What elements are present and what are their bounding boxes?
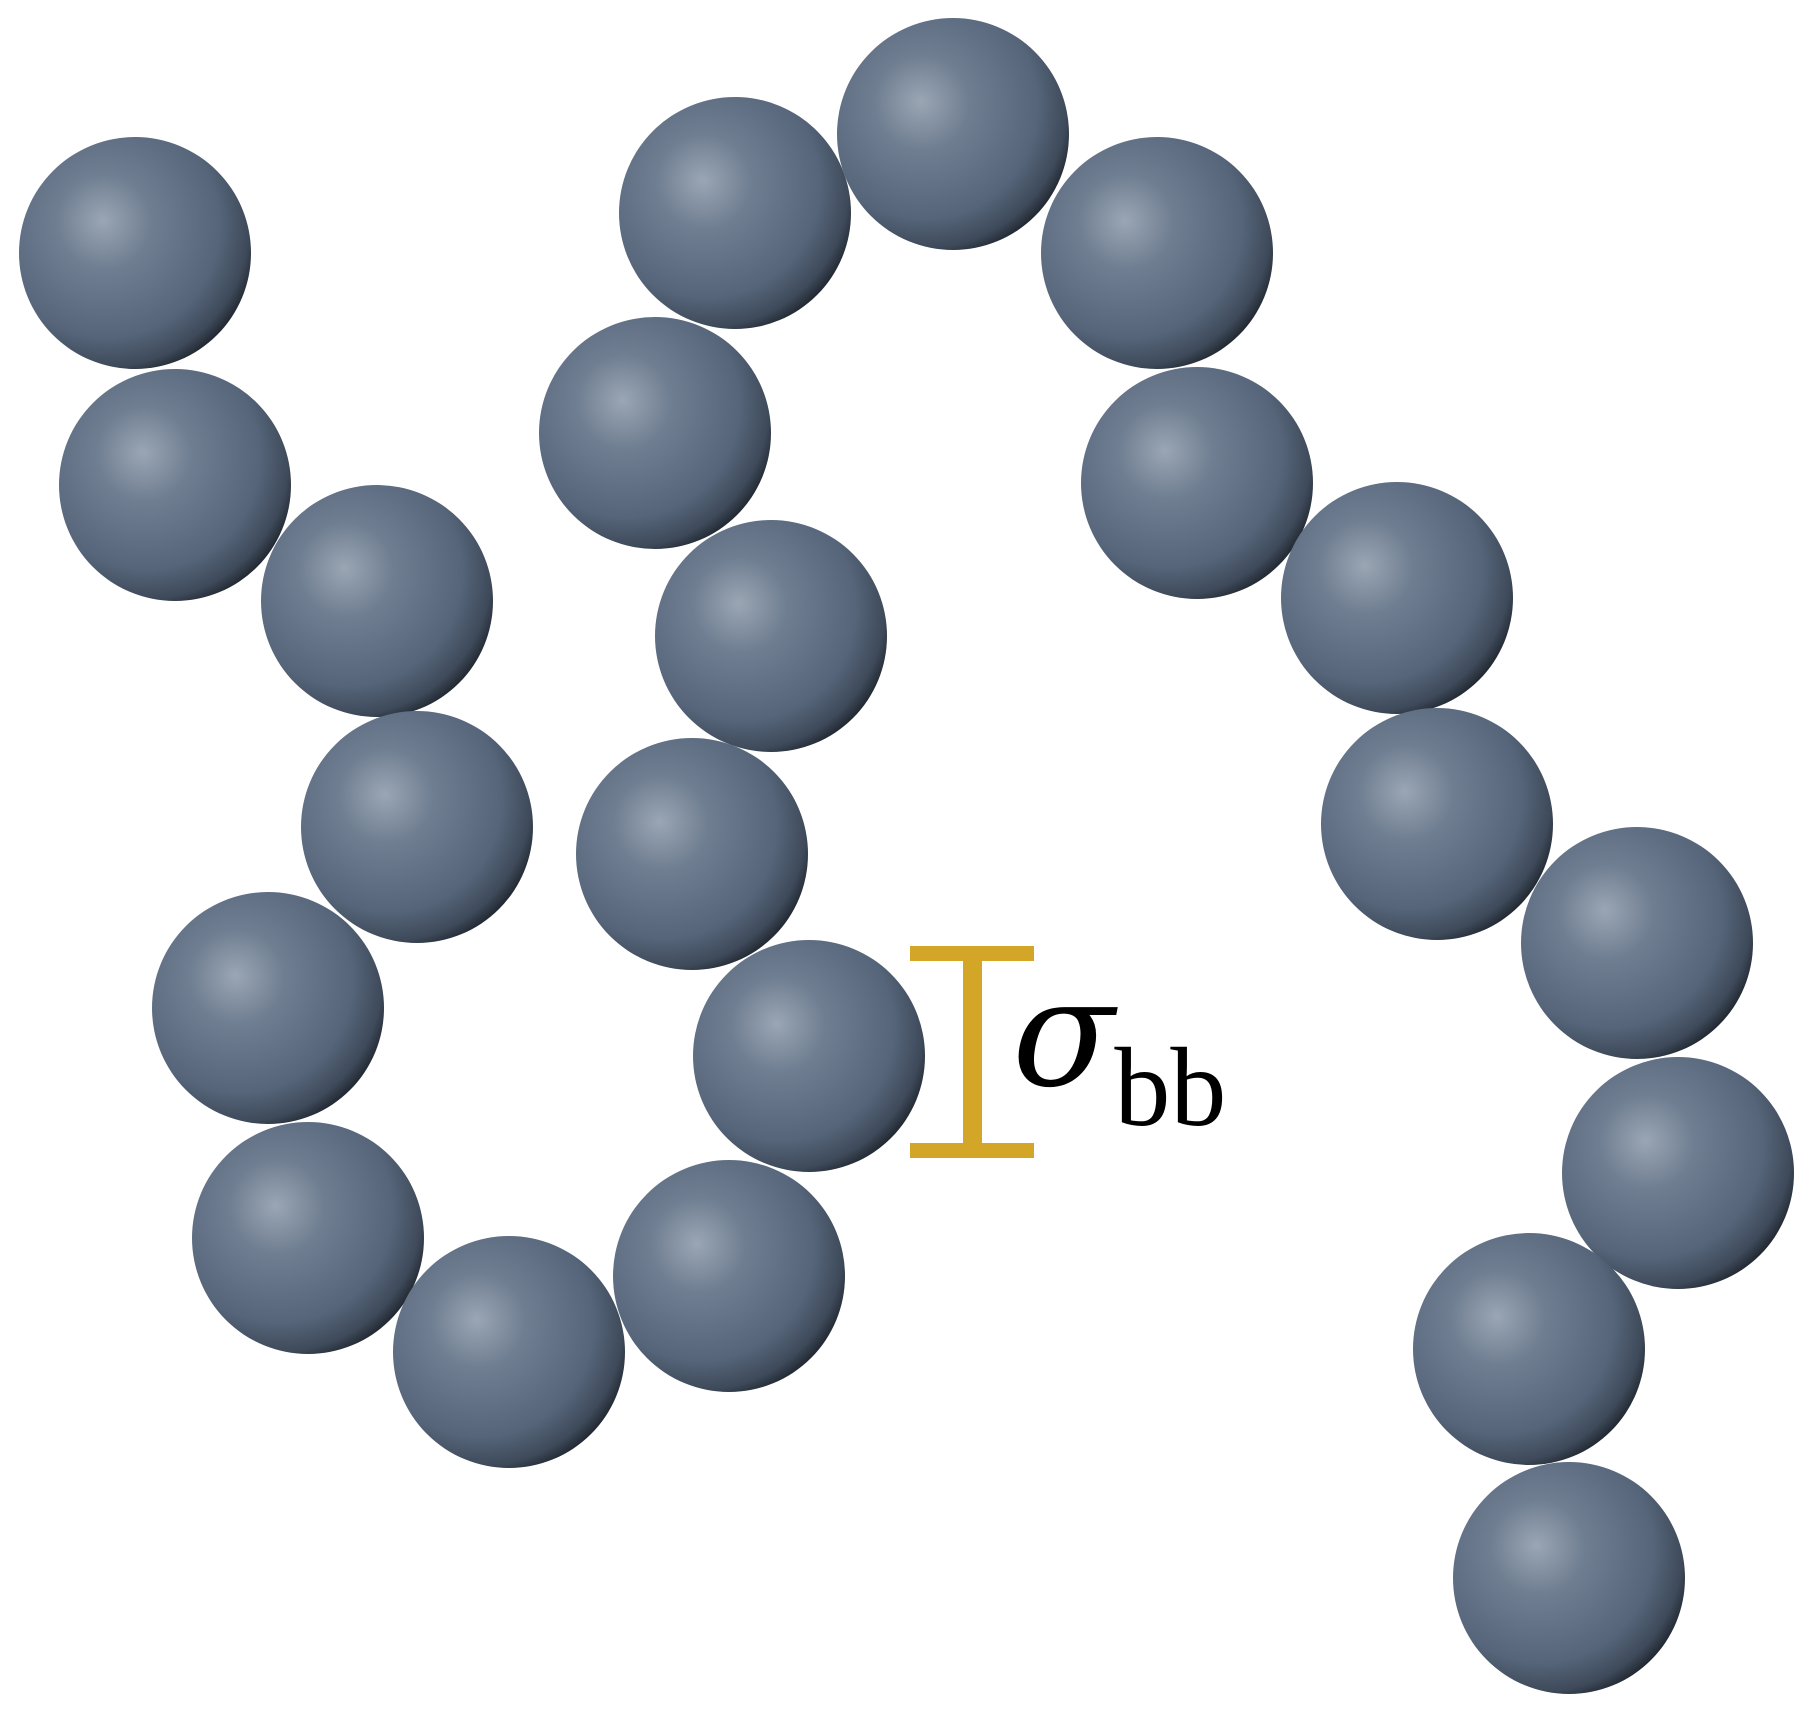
bead-21	[1413, 1233, 1645, 1465]
bead-2	[59, 369, 291, 601]
bead-chain	[19, 18, 1794, 1694]
bead-5	[152, 892, 384, 1124]
bead-15	[1041, 137, 1273, 369]
bead-6	[192, 1122, 424, 1354]
bead-19	[1521, 827, 1753, 1059]
bead-3	[261, 485, 493, 717]
sigma-bb-label: σbb	[1012, 947, 1226, 1150]
bead-10	[576, 738, 808, 970]
bead-20	[1562, 1057, 1794, 1289]
bead-13	[619, 97, 851, 329]
bead-17	[1281, 482, 1513, 714]
scale-bar-bottom-cap	[910, 1143, 1034, 1158]
bead-12	[539, 317, 771, 549]
sigma-symbol: σ	[1012, 947, 1118, 1121]
bead-22	[1453, 1462, 1685, 1694]
scale-bar-stem	[963, 946, 982, 1157]
bead-11	[655, 520, 887, 752]
bead-7	[393, 1236, 625, 1468]
bead-18	[1321, 708, 1553, 940]
bead-16	[1081, 367, 1313, 599]
bead-9	[693, 940, 925, 1172]
bead-4	[301, 711, 533, 943]
bead-1	[19, 137, 251, 369]
bond-length-scale-bar	[910, 946, 1034, 1158]
sigma-subscript: bb	[1114, 1026, 1226, 1150]
bead-14	[837, 18, 1069, 250]
bead-8	[613, 1160, 845, 1392]
